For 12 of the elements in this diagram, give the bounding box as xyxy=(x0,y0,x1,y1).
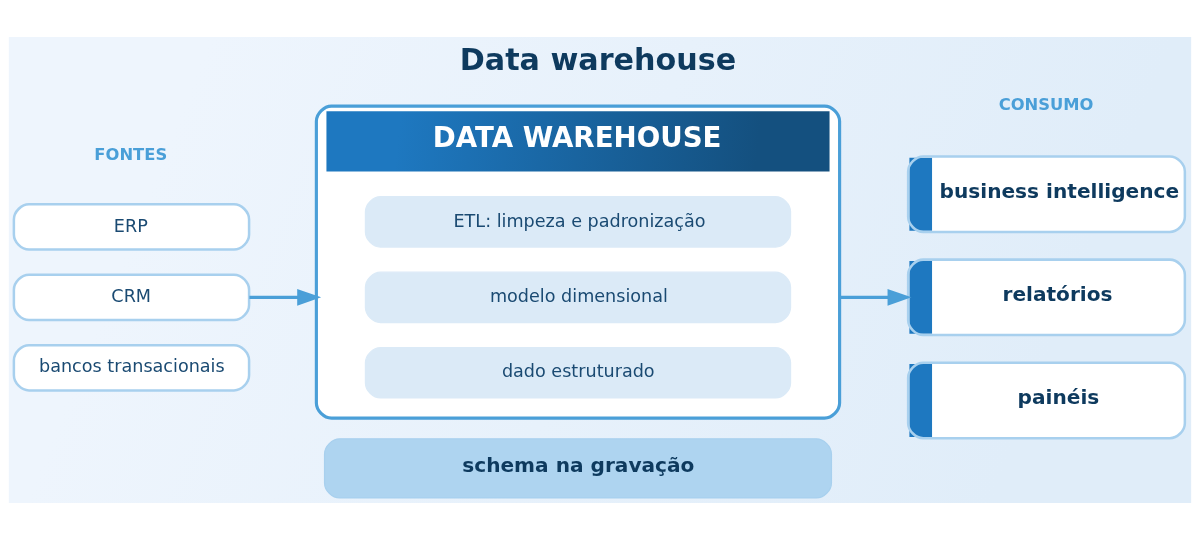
node-box: dado estruturado xyxy=(364,347,792,399)
node-box: CRM xyxy=(12,273,251,322)
node-box: schema na gravação xyxy=(323,438,833,499)
arrow xyxy=(839,288,912,306)
label: FONTES xyxy=(94,144,168,164)
label: CONSUMO xyxy=(998,95,1094,115)
node-box: modelo dimensional xyxy=(364,271,792,324)
arrow xyxy=(249,288,322,306)
node-box: ETL: limpeza e padronização xyxy=(364,196,792,248)
node-box: ERP xyxy=(12,203,251,251)
diagram-title: Data warehouse xyxy=(459,41,737,77)
node-box: bancos transacionais xyxy=(12,343,251,392)
